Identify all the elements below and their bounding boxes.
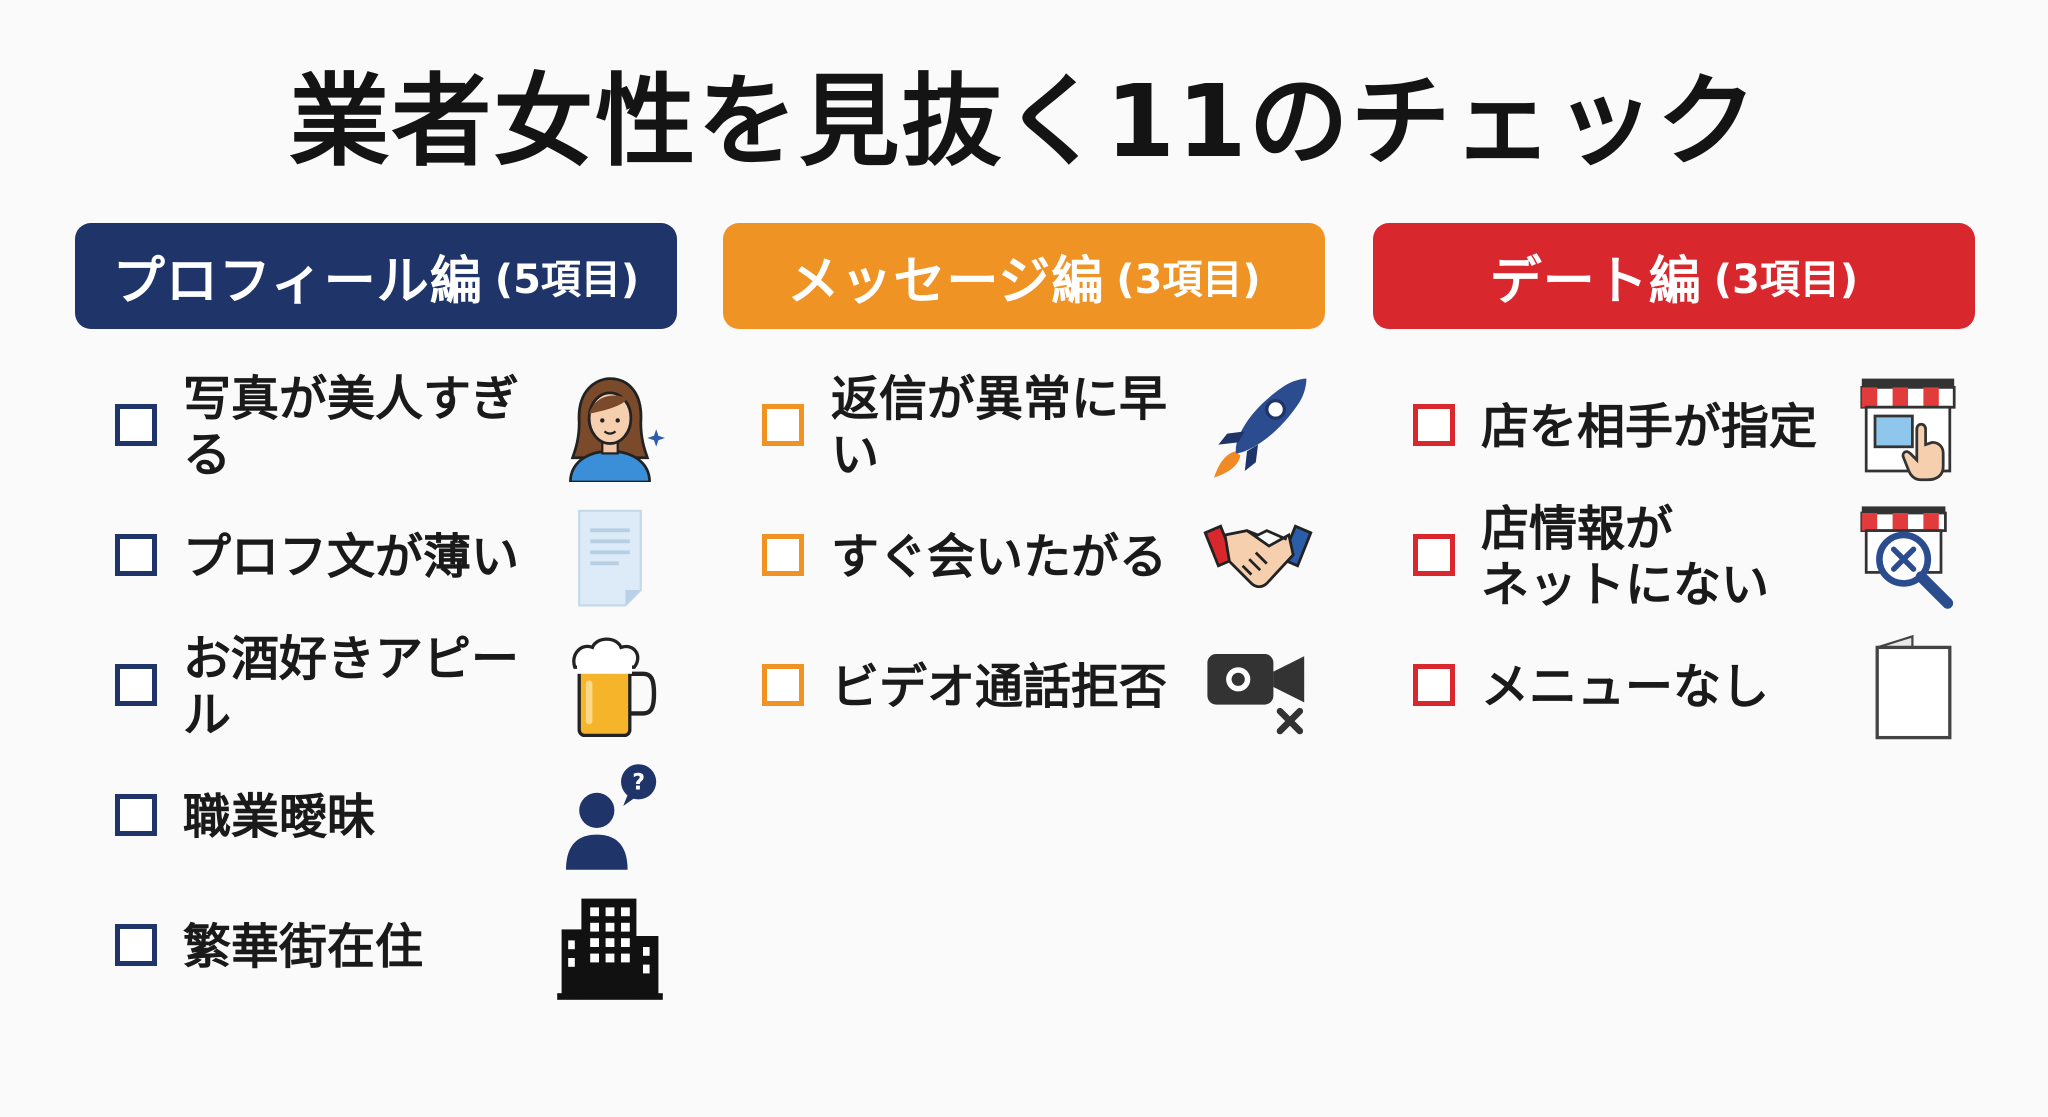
city-building-icon: [555, 892, 665, 1002]
list-item: 店情報が ネットにない: [1373, 492, 1975, 622]
item-label: メニューなし: [1481, 659, 1770, 715]
shop-search-x-icon: [1853, 502, 1963, 612]
item-label: ビデオ通話拒否: [831, 659, 1168, 715]
checkbox[interactable]: [115, 794, 157, 836]
checkbox[interactable]: [1413, 404, 1455, 446]
column-count: (3項目): [1713, 257, 1859, 303]
column-header: メッセージ編 (3項目): [723, 223, 1325, 329]
item-label: 店を相手が指定: [1481, 399, 1818, 455]
column-title: デート編: [1489, 251, 1702, 312]
shop-pointer-icon: [1853, 372, 1963, 482]
document-icon: [555, 502, 665, 612]
list-item: お酒好きアピール: [75, 622, 677, 752]
person-question-icon: ?: [555, 762, 665, 872]
list-item: 返信が異常に早い: [723, 362, 1325, 492]
checkbox[interactable]: [115, 404, 157, 446]
item-label: お酒好きアピール: [183, 631, 520, 743]
page-title: 業者女性を見抜く11のチェック: [289, 63, 1759, 180]
checkbox[interactable]: [115, 924, 157, 966]
woman-portrait-icon: [555, 372, 665, 482]
checkbox[interactable]: [1413, 534, 1455, 576]
item-label: 店情報が ネットにない: [1481, 501, 1770, 613]
item-label: すぐ会いたがる: [831, 529, 1168, 585]
column-date: デート編 (3項目) 店を相手が指定: [1373, 223, 1975, 740]
checkbox[interactable]: [115, 534, 157, 576]
checkbox[interactable]: [762, 664, 804, 706]
list-item: 店を相手が指定: [1373, 362, 1975, 492]
item-label: 職業曖昧: [183, 789, 376, 845]
checkbox[interactable]: [762, 404, 804, 446]
handshake-icon: [1203, 502, 1313, 612]
video-off-icon: [1203, 632, 1313, 742]
column-count: (3項目): [1116, 257, 1261, 303]
column-header: デート編 (3項目): [1373, 223, 1975, 329]
rocket-icon: [1203, 372, 1313, 482]
item-label: プロフ文が薄い: [183, 529, 520, 585]
item-label: 返信が異常に早い: [831, 371, 1168, 483]
blank-menu-icon: [1853, 632, 1963, 742]
list-item: ビデオ通話拒否: [723, 622, 1325, 752]
list-item: 繁華街在住: [75, 882, 677, 1012]
list-item: 写真が美人すぎる: [75, 362, 677, 492]
column-count: (5項目): [494, 257, 640, 303]
checkbox[interactable]: [115, 664, 157, 706]
item-label: 繁華街在住: [183, 919, 424, 975]
column-title: プロフィール編: [112, 251, 483, 312]
column-profile: プロフィール編 (5項目) 写真が美人すぎる: [75, 223, 677, 1000]
list-item: メニューなし: [1373, 622, 1975, 752]
column-message: メッセージ編 (3項目) 返信が異常に早い すぐ: [723, 223, 1325, 735]
svg-text:?: ?: [632, 771, 645, 796]
list-item: プロフ文が薄い: [75, 492, 677, 622]
beer-mug-icon: [555, 632, 665, 742]
list-item: すぐ会いたがる: [723, 492, 1325, 622]
checkbox[interactable]: [762, 534, 804, 576]
list-item: 職業曖昧 ?: [75, 752, 677, 882]
item-label: 写真が美人すぎる: [183, 371, 520, 483]
column-title: メッセージ編: [787, 251, 1105, 312]
checkbox[interactable]: [1413, 664, 1455, 706]
column-header: プロフィール編 (5項目): [75, 223, 677, 329]
